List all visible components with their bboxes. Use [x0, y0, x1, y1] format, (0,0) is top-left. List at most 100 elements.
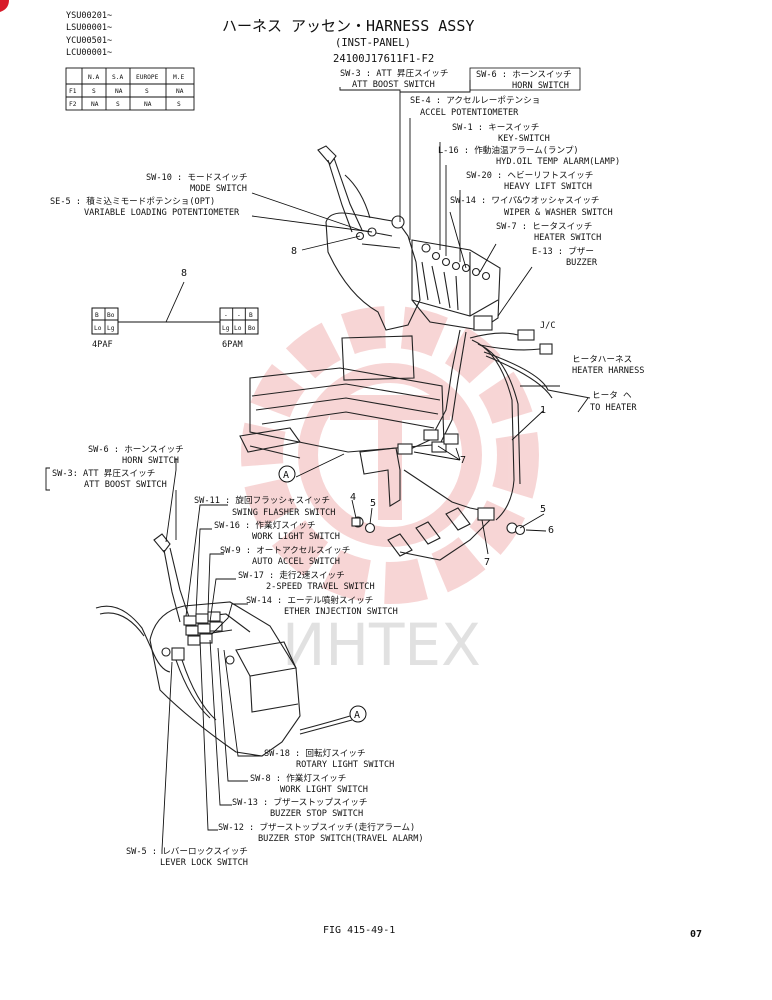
- serial-number: YCU00501~: [66, 36, 112, 46]
- callout-label: BUZZER STOP SWITCH(TRAVEL ALARM): [258, 834, 424, 844]
- callout-code: SE-4 : アクセルレーポテンショ: [410, 95, 540, 106]
- callout-label: 2-SPEED TRAVEL SWITCH: [266, 582, 375, 592]
- pin-label: -: [224, 312, 228, 319]
- ref-number: 4: [350, 492, 356, 503]
- top-callouts: SW-3 : ATT 昇圧スイッチ ATT BOOST SWITCH SW-6 …: [50, 67, 620, 268]
- callout-label: WORK LIGHT SWITCH: [280, 785, 368, 795]
- callout-label: AUTO ACCEL SWITCH: [252, 557, 340, 567]
- callout-code: L-16 : 作動油温アラーム(ランプ): [438, 144, 579, 156]
- callout-code: SW-12 : ブザーストップスイッチ(走行アラーム): [218, 821, 415, 833]
- callout-code: SW-7 : ヒータスイッチ: [496, 221, 592, 232]
- ref-number: 5: [540, 504, 546, 515]
- ref-number: 6: [548, 525, 554, 536]
- callout-code: SW-10 : モードスイッチ: [146, 172, 248, 183]
- callout-label: WIPER & WASHER SWITCH: [504, 208, 613, 218]
- page-title: ハーネス アッセン・HARNESS ASSY: [222, 17, 474, 35]
- heater-harness-jp: ヒータハーネス: [572, 354, 632, 365]
- figure-number: FIG 415-49-1: [323, 925, 395, 936]
- serial-list: YSU00201~ LSU00001~ YCU00501~ LCU00001~: [66, 11, 112, 58]
- jc-label: J/C: [540, 321, 556, 331]
- table-cell: NA: [144, 101, 152, 108]
- callout-label: BUZZER: [566, 258, 598, 268]
- callout-code: SW-14 : エーテル噴射スイッチ: [246, 594, 373, 606]
- table-cell: F1: [69, 88, 77, 95]
- callout-code: SW-3 : ATT 昇圧スイッチ: [340, 68, 448, 79]
- callout-code: SW-8 : 作業灯スイッチ: [250, 772, 346, 784]
- page-subtitle: (INST-PANEL): [335, 37, 411, 49]
- callout-code: SW-3: ATT 昇圧スイッチ: [52, 468, 155, 479]
- spec-table: N.A S.A EUROPE M.E F1 S NA S NA F2 NA S …: [65, 67, 195, 111]
- table-cell: NA: [176, 88, 184, 95]
- detail-letter: A: [283, 470, 289, 481]
- table-header: EUROPE: [136, 74, 159, 81]
- ref-number: 5: [370, 498, 376, 509]
- serial-number: YSU00201~: [66, 11, 112, 21]
- ref-number: 1: [540, 405, 546, 416]
- ref-number: 8: [291, 246, 297, 257]
- page-number: 07: [690, 929, 702, 940]
- callout-label: ATT BOOST SWITCH: [352, 80, 435, 90]
- table-cell: S: [116, 101, 120, 108]
- connector-name: 4PAF: [92, 340, 113, 350]
- ref-number: 7: [484, 557, 490, 568]
- callout-label: ACCEL POTENTIOMETER: [420, 108, 519, 118]
- table-header: M.E: [173, 74, 184, 81]
- pin-label: Lg: [107, 325, 115, 332]
- pin-label: Lo: [234, 325, 242, 332]
- callout-label: SWING FLASHER SWITCH: [232, 508, 335, 518]
- callout-label: LEVER LOCK SWITCH: [160, 858, 248, 868]
- table-cell: NA: [91, 101, 99, 108]
- pin-label: Lg: [222, 325, 230, 332]
- callout-label: HYD.OIL TEMP ALARM(LAMP): [496, 157, 620, 167]
- callout-label: BUZZER STOP SWITCH: [270, 809, 363, 819]
- to-heater-jp: ヒータ ヘ: [592, 390, 632, 401]
- callout-code: SE-5 : 積ミ込ミモードポテンショ(OPT): [50, 195, 215, 207]
- callout-code: SW-17 : 走行2速スイッチ: [238, 569, 345, 581]
- callout-label: ETHER INJECTION SWITCH: [284, 607, 398, 617]
- callout-label: WORK LIGHT SWITCH: [252, 532, 340, 542]
- callout-code: SW-9 : オートアクセルスイッチ: [220, 545, 350, 556]
- watermark-text: ИНТЕХ: [282, 611, 481, 679]
- callout-code: SW-16 : 作業灯スイッチ: [214, 519, 316, 531]
- table-cell: S: [92, 88, 96, 95]
- table-header: S.A: [112, 74, 123, 81]
- serial-number: LSU00001~: [66, 23, 112, 33]
- callout-code: SW-5 : レバーロックスイッチ: [126, 846, 248, 857]
- callout-code: SW-6 : ホーンスイッチ: [476, 69, 572, 80]
- harness-8-connectors: 8 B Bo Lo Lg 4PAF - - B Lg Lo Bo 6PAM: [91, 268, 259, 350]
- callout-label: HORN SWITCH: [512, 81, 569, 91]
- detail-marker-a-bottom: A: [349, 705, 367, 723]
- lower-console-drawing: [95, 533, 353, 757]
- serial-number: LCU00001~: [66, 48, 112, 58]
- callout-code: SW-20 : ヘビーリフトスイッチ: [466, 170, 593, 181]
- callout-code: SW-6 : ホーンスイッチ: [88, 444, 184, 455]
- harness-labels: J/C ヒータハーネス HEATER HARNESS ヒータ ヘ TO HEAT…: [540, 321, 644, 413]
- connector-name: 6PAM: [222, 340, 243, 350]
- part-number: 24100J17611F1-F2: [333, 53, 434, 65]
- callout-label: HEATER SWITCH: [534, 233, 601, 243]
- callout-label: HORN SWITCH: [122, 456, 179, 466]
- pin-label: Bo: [248, 325, 256, 332]
- ref-number: 8: [181, 268, 187, 279]
- callout-code: E-13 : ブザー: [532, 245, 594, 257]
- leader-lines-bottom: [161, 458, 262, 854]
- table-header: N.A: [88, 74, 99, 81]
- callout-label: ROTARY LIGHT SWITCH: [296, 760, 394, 770]
- callout-code: SW-1 : キースイッチ: [452, 122, 539, 133]
- to-heater-en: TO HEATER: [590, 403, 637, 413]
- table-cell: NA: [115, 88, 123, 95]
- callout-label: MODE SWITCH: [190, 184, 247, 194]
- callout-label: ATT BOOST SWITCH: [84, 480, 167, 490]
- table-cell: F2: [69, 101, 77, 108]
- detail-letter: A: [354, 710, 360, 721]
- table-cell: S: [177, 101, 181, 108]
- callout-label: KEY-SWITCH: [498, 134, 550, 144]
- callout-code: SW-14 : ワイパ&ウオッシャスイッチ: [450, 195, 600, 206]
- corner-mark: [0, 0, 9, 12]
- pin-label: B: [249, 312, 253, 319]
- watermark-logo: [241, 306, 539, 604]
- detail-marker-a-top: A: [278, 465, 296, 483]
- pin-label: B: [95, 312, 99, 319]
- heater-harness-en: HEATER HARNESS: [572, 366, 644, 376]
- callout-label: HEAVY LIFT SWITCH: [504, 182, 592, 192]
